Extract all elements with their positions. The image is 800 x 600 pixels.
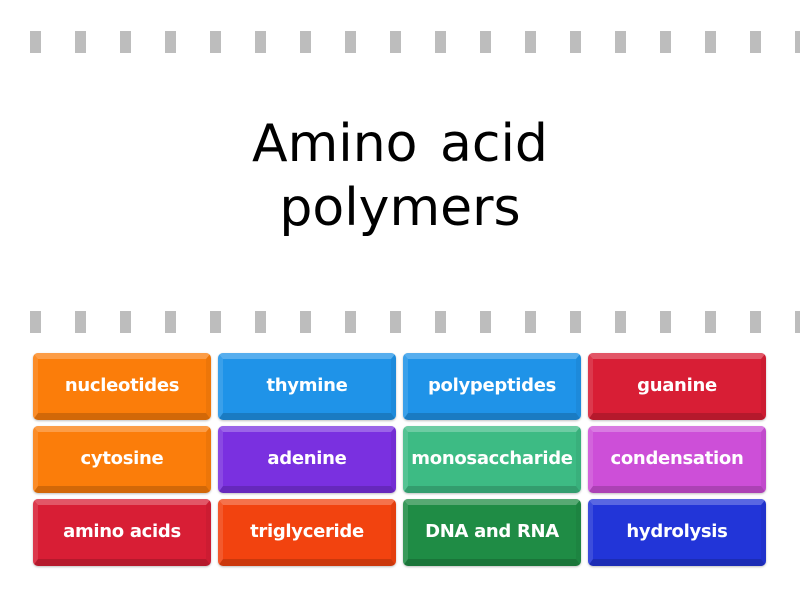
dash-segment [705, 31, 716, 53]
dash-segment [255, 31, 266, 53]
dash-segment [615, 311, 626, 333]
dash-segment [435, 311, 446, 333]
answer-label: DNA and RNA [425, 521, 559, 542]
dash-segment [480, 311, 491, 333]
answer-label: amino acids [63, 521, 181, 542]
dash-segment [750, 31, 761, 53]
dash-segment [120, 31, 131, 53]
dashed-border-top [0, 31, 800, 53]
answer-label: cytosine [80, 448, 164, 469]
dash-segment [75, 311, 86, 333]
dash-segment [255, 311, 266, 333]
dash-segment [75, 31, 86, 53]
dash-segment [795, 311, 800, 333]
dash-segment [210, 31, 221, 53]
dash-segment [750, 311, 761, 333]
answer-tile[interactable]: thymine [218, 353, 396, 420]
answer-tile[interactable]: guanine [588, 353, 766, 420]
answer-tile[interactable]: cytosine [33, 426, 211, 493]
dash-segment [300, 311, 311, 333]
dash-segment [30, 31, 41, 53]
answer-label: guanine [637, 375, 717, 396]
answer-label: hydrolysis [626, 521, 728, 542]
dash-segment [660, 31, 671, 53]
answer-tile[interactable]: triglyceride [218, 499, 396, 566]
dash-segment [525, 311, 536, 333]
dash-segment [390, 31, 401, 53]
answer-label: triglyceride [250, 521, 364, 542]
dash-segment [480, 31, 491, 53]
answer-grid: nucleotides thymine polypeptides guanine… [33, 353, 766, 566]
dash-segment [345, 31, 356, 53]
dash-segment [570, 31, 581, 53]
answer-label: polypeptides [427, 375, 557, 396]
answer-tile[interactable]: DNA and RNA [403, 499, 581, 566]
dash-segment [120, 311, 131, 333]
dash-segment [615, 31, 626, 53]
dash-segment [210, 311, 221, 333]
answer-tile[interactable]: nucleotides [33, 353, 211, 420]
answer-tile[interactable]: condensation [588, 426, 766, 493]
dash-segment [165, 31, 176, 53]
answer-label: thymine [266, 375, 348, 396]
answer-tile[interactable]: hydrolysis [588, 499, 766, 566]
dashed-border-bottom [0, 311, 800, 333]
dash-segment [165, 311, 176, 333]
dash-segment [345, 311, 356, 333]
dash-segment [795, 31, 800, 53]
answer-tile[interactable]: monosaccharide [403, 426, 581, 493]
answer-label: monosaccharide [411, 448, 573, 469]
answer-tile[interactable]: amino acids [33, 499, 211, 566]
answer-tile[interactable]: polypeptides [403, 353, 581, 420]
dash-segment [390, 311, 401, 333]
dash-segment [660, 311, 671, 333]
answer-label: nucleotides [64, 375, 180, 396]
answer-label: adenine [267, 448, 347, 469]
dash-segment [30, 311, 41, 333]
dash-segment [705, 311, 716, 333]
dash-segment [300, 31, 311, 53]
answer-tile[interactable]: adenine [218, 426, 396, 493]
dash-segment [435, 31, 446, 53]
dash-segment [570, 311, 581, 333]
dash-segment [525, 31, 536, 53]
answer-label: condensation [610, 448, 744, 469]
